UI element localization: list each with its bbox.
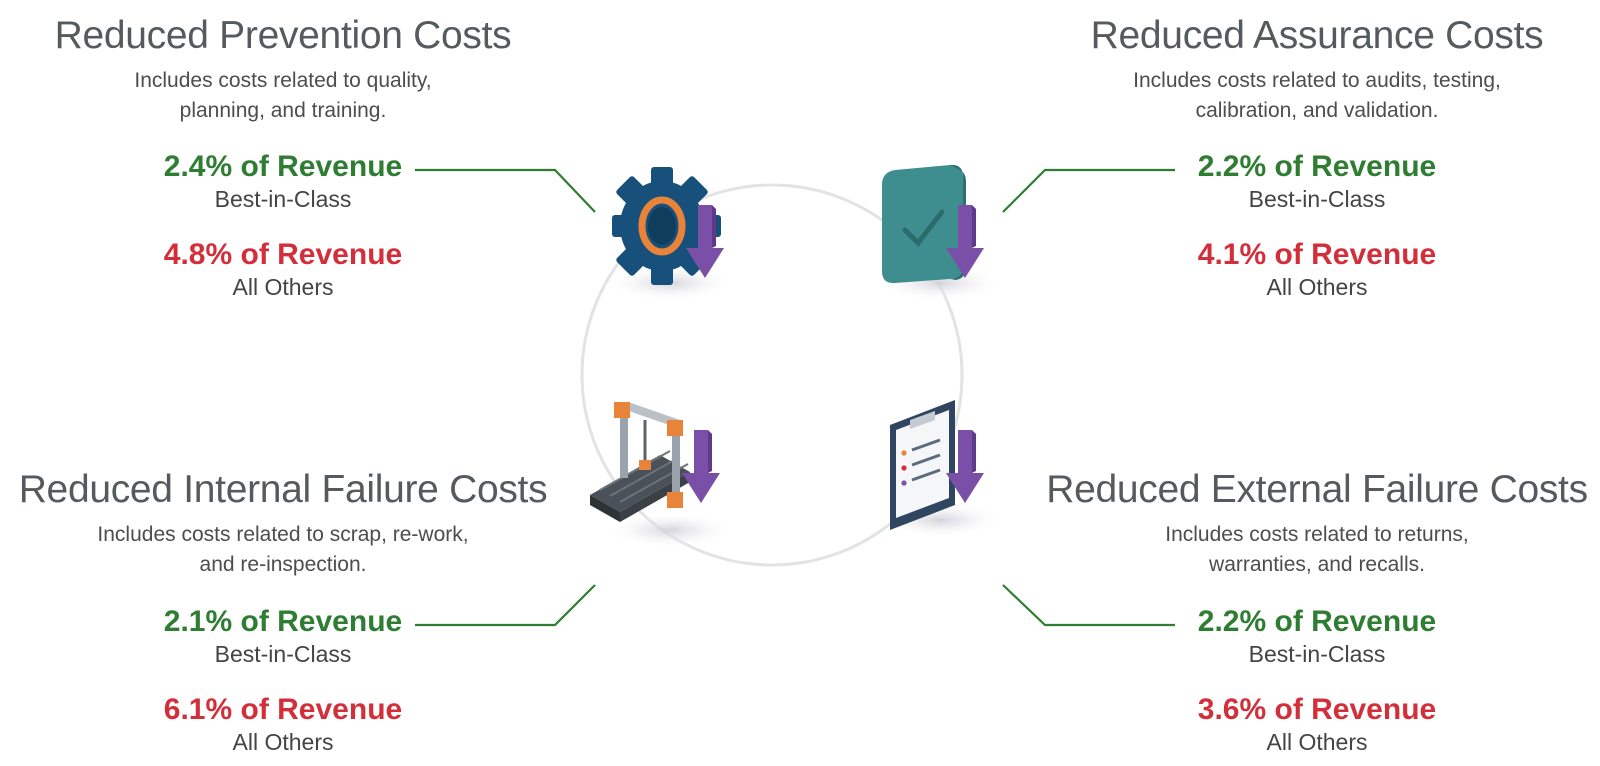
clipboard-icon <box>890 400 984 530</box>
connector-line-external <box>1002 584 1175 627</box>
prevention-others-percent: 4.8% of Revenue <box>163 238 403 271</box>
assurance-description-line1: Includes costs related to audits, testin… <box>1133 69 1501 92</box>
external-failure-block: Reduced External Failure Costs Includes … <box>1017 468 1600 580</box>
internal-failure-best-percent: 2.1% of Revenue <box>163 605 403 638</box>
prevention-description-line1: Includes costs related to quality, <box>134 69 432 92</box>
external-failure-description-line1: Includes costs related to returns, <box>1165 523 1469 546</box>
assurance-title: Reduced Assurance Costs <box>1090 14 1544 57</box>
prevention-description-line2: planning, and training. <box>179 99 387 122</box>
assurance-best-stat: 2.2% of Revenue Best-in-Class <box>1017 150 1600 214</box>
connector-line-internal <box>415 584 596 627</box>
prevention-description: Includes costs related to quality, plann… <box>0 66 583 126</box>
external-failure-others-percent: 3.6% of Revenue <box>1197 693 1437 726</box>
prevention-others-stat: 4.8% of Revenue All Others <box>0 238 583 302</box>
internal-failure-description: Includes costs related to scrap, re-work… <box>0 520 583 580</box>
internal-failure-others-percent: 6.1% of Revenue <box>163 693 403 726</box>
external-failure-others-stat: 3.6% of Revenue All Others <box>1017 693 1600 757</box>
connector-line-assurance <box>1002 168 1175 213</box>
internal-failure-best-stat: 2.1% of Revenue Best-in-Class <box>0 605 583 669</box>
center-circle <box>580 183 964 567</box>
assurance-others-percent: 4.1% of Revenue <box>1197 238 1437 271</box>
assurance-block: Reduced Assurance Costs Includes costs r… <box>1017 14 1600 126</box>
prevention-best-label: Best-in-Class <box>214 186 352 212</box>
internal-failure-title: Reduced Internal Failure Costs <box>18 468 548 511</box>
assurance-best-label: Best-in-Class <box>1248 186 1386 212</box>
internal-failure-description-line1: Includes costs related to scrap, re-work… <box>97 523 469 546</box>
external-failure-title: Reduced External Failure Costs <box>1046 468 1588 511</box>
assurance-description-line2: calibration, and validation. <box>1195 99 1439 122</box>
external-failure-description: Includes costs related to returns, warra… <box>1017 520 1600 580</box>
prevention-others-label: All Others <box>232 274 334 300</box>
connector-line-prevention <box>415 168 596 213</box>
assurance-description: Includes costs related to audits, testin… <box>1017 66 1600 126</box>
internal-failure-best-label: Best-in-Class <box>214 641 352 667</box>
internal-failure-others-stat: 6.1% of Revenue All Others <box>0 693 583 757</box>
assurance-best-percent: 2.2% of Revenue <box>1197 150 1437 183</box>
external-failure-best-percent: 2.2% of Revenue <box>1197 605 1437 638</box>
prevention-best-percent: 2.4% of Revenue <box>163 150 403 183</box>
internal-failure-block: Reduced Internal Failure Costs Includes … <box>0 468 583 580</box>
conveyor-machine-icon <box>590 402 720 522</box>
prevention-title: Reduced Prevention Costs <box>54 14 512 57</box>
external-failure-best-stat: 2.2% of Revenue Best-in-Class <box>1017 605 1600 669</box>
assurance-others-label: All Others <box>1266 274 1368 300</box>
external-failure-best-label: Best-in-Class <box>1248 641 1386 667</box>
assurance-others-stat: 4.1% of Revenue All Others <box>1017 238 1600 302</box>
prevention-block: Reduced Prevention Costs Includes costs … <box>0 14 583 126</box>
external-failure-others-label: All Others <box>1266 729 1368 755</box>
prevention-best-stat: 2.4% of Revenue Best-in-Class <box>0 150 583 214</box>
gear-icon <box>612 167 724 285</box>
internal-failure-description-line2: and re-inspection. <box>199 553 367 576</box>
internal-failure-others-label: All Others <box>232 729 334 755</box>
checkmark-tile-icon <box>882 164 984 284</box>
external-failure-description-line2: warranties, and recalls. <box>1209 553 1425 576</box>
